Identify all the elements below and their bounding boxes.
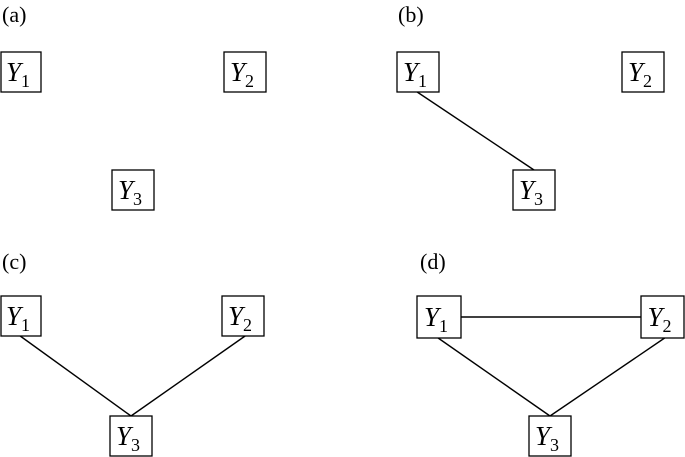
node-box (111, 169, 155, 211)
panel-label: (c) (2, 249, 26, 274)
panel-label: (d) (420, 249, 446, 274)
node-label: Y1 (403, 57, 427, 91)
node-y3: Y3 (109, 415, 153, 457)
node-label: Y2 (647, 302, 671, 336)
node-label: Y3 (116, 421, 140, 455)
node-subscript: 2 (643, 71, 652, 91)
node-label: Y3 (535, 421, 559, 455)
panel-label: (b) (398, 2, 424, 27)
edge-y1-y3 (437, 337, 551, 417)
node-subscript: 3 (550, 435, 559, 455)
node-box (0, 51, 42, 93)
node-variable: Y (535, 421, 553, 451)
node-variable: Y (228, 301, 246, 331)
node-label: Y1 (6, 301, 30, 335)
node-label: Y2 (228, 301, 252, 335)
node-subscript: 3 (534, 189, 543, 209)
node-subscript: 1 (21, 315, 30, 335)
node-y3: Y3 (512, 169, 556, 211)
edge-y1-y3 (19, 335, 132, 417)
node-y1: Y1 (0, 51, 42, 93)
node-y2: Y2 (640, 295, 685, 339)
node-y1: Y1 (0, 295, 42, 337)
node-y3: Y3 (111, 169, 155, 211)
node-subscript: 1 (21, 71, 30, 91)
node-label: Y2 (628, 57, 652, 91)
node-subscript: 2 (245, 71, 254, 91)
node-variable: Y (6, 57, 24, 87)
node-y3: Y3 (528, 415, 572, 457)
node-y2: Y2 (621, 51, 665, 93)
node-box (0, 295, 42, 337)
node-variable: Y (116, 421, 134, 451)
node-subscript: 3 (133, 189, 142, 209)
node-box (416, 295, 462, 339)
node-label: Y3 (118, 175, 142, 209)
node-variable: Y (628, 57, 646, 87)
node-box (396, 51, 440, 93)
node-variable: Y (647, 302, 665, 332)
node-y1: Y1 (396, 51, 440, 93)
node-label: Y1 (424, 302, 448, 336)
node-label: Y3 (519, 175, 543, 209)
edge-y2-y3 (130, 335, 246, 417)
node-variable: Y (519, 175, 537, 205)
node-subscript: 3 (131, 435, 140, 455)
node-label: Y1 (6, 57, 30, 91)
node-box (512, 169, 556, 211)
node-y2: Y2 (221, 295, 265, 337)
node-subscript: 1 (439, 316, 448, 336)
node-variable: Y (230, 57, 248, 87)
node-label: Y2 (230, 57, 254, 91)
node-subscript: 1 (418, 71, 427, 91)
node-box (221, 295, 265, 337)
node-box (640, 295, 685, 339)
node-box (621, 51, 665, 93)
node-box (109, 415, 153, 457)
edge-y2-y3 (549, 337, 666, 417)
node-variable: Y (118, 175, 136, 205)
node-box (528, 415, 572, 457)
node-variable: Y (6, 301, 24, 331)
node-y1: Y1 (416, 295, 462, 339)
panel-label: (a) (2, 2, 26, 27)
node-box (223, 51, 267, 93)
node-variable: Y (424, 302, 442, 332)
node-subscript: 2 (243, 315, 252, 335)
node-y2: Y2 (223, 51, 267, 93)
node-subscript: 2 (663, 316, 672, 336)
edge-y1-y3 (416, 91, 535, 171)
node-variable: Y (403, 57, 421, 87)
